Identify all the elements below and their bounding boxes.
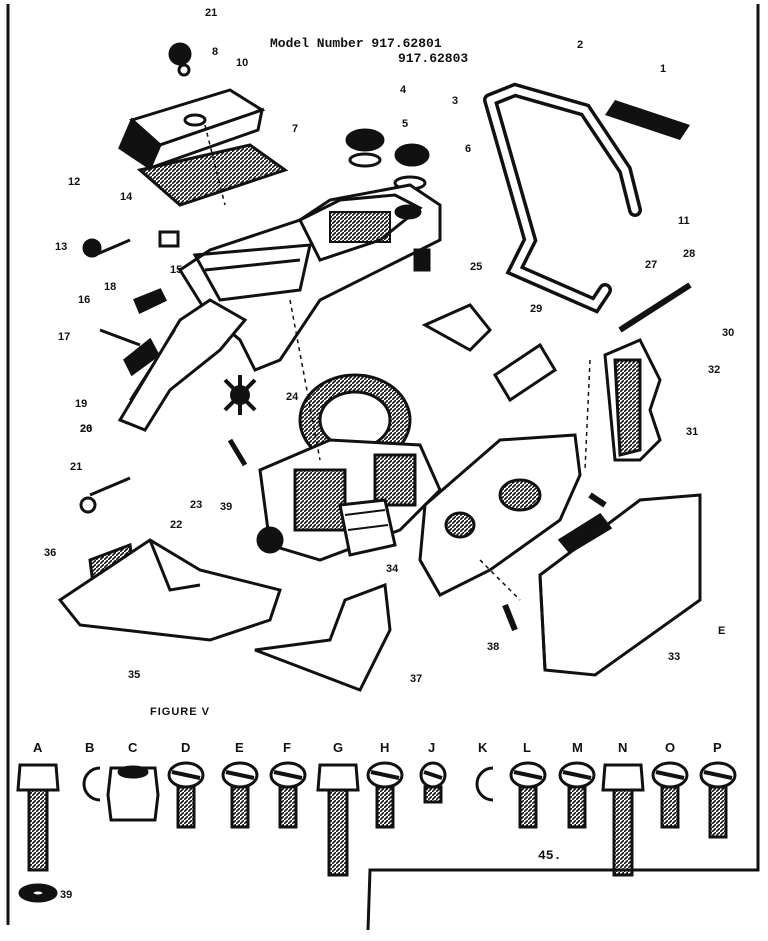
callout: 6 <box>465 143 471 155</box>
fan-spider <box>223 375 257 415</box>
callout: 34 <box>386 563 399 575</box>
side-cover <box>418 433 582 597</box>
callout-labels: 21 8 10 1 2 4 3 5 6 7 11 12 13 14 15 16 … <box>44 7 734 685</box>
hardware-item-k: K <box>475 740 494 802</box>
rear-handle <box>117 288 248 432</box>
hardware-letter: J <box>428 740 435 755</box>
callout: 16 <box>78 294 90 306</box>
callout: 27 <box>645 259 657 271</box>
callout: 19 <box>75 398 87 410</box>
callout: 1 <box>660 63 666 75</box>
hardware-item-j: J <box>419 740 447 804</box>
callout: 3 <box>452 95 458 107</box>
washer-callout: 39 <box>60 889 72 901</box>
assembly-lines <box>204 124 591 601</box>
callout: 11 <box>678 215 690 227</box>
page-number: 45. <box>538 848 562 863</box>
hardware-item-d: D <box>167 740 205 829</box>
callout: 17 <box>58 331 70 343</box>
hardware-item-a: A <box>16 740 60 872</box>
callout: 26 <box>80 423 92 435</box>
callout-e: E <box>718 625 725 637</box>
cap-knobs <box>345 128 430 191</box>
callout: 29 <box>530 303 542 315</box>
callout: 15 <box>170 264 182 276</box>
callout: 8 <box>212 46 218 58</box>
hardware-letter: P <box>713 740 722 755</box>
callout: 7 <box>292 123 298 135</box>
callout: 28 <box>683 248 695 260</box>
model-number-line-1: Model Number 917.62801 <box>270 36 442 51</box>
bracket <box>421 282 692 462</box>
figure-label: FIGURE V <box>150 706 210 718</box>
hardware-letter: B <box>85 740 94 755</box>
callout: 25 <box>470 261 482 273</box>
callout: 22 <box>170 519 182 531</box>
callout: 12 <box>68 176 80 188</box>
hardware-letter: D <box>181 740 190 755</box>
air-filter-cover <box>118 42 266 171</box>
callout: 24 <box>286 391 299 403</box>
hardware-letter: E <box>235 740 244 755</box>
callout: 20 <box>80 423 92 435</box>
front-handle <box>483 82 642 314</box>
callout: 4 <box>400 84 407 96</box>
callout: 39 <box>220 501 232 513</box>
main-housing <box>177 183 442 372</box>
hardware-item-n: N <box>601 740 645 877</box>
callout: 21 <box>205 7 217 19</box>
callout: 38 <box>487 641 499 653</box>
callout: 36 <box>44 547 56 559</box>
engine-block <box>256 438 442 562</box>
callout: 21 <box>70 461 82 473</box>
hardware-letter: A <box>33 740 43 755</box>
hardware-item-g: G <box>316 740 360 877</box>
hardware-letter: H <box>380 740 389 755</box>
hardware-letter: F <box>283 740 291 755</box>
hardware-letter: O <box>665 740 675 755</box>
hardware-item-m: M <box>558 740 596 829</box>
hardware-letter: K <box>478 740 488 755</box>
callout: 2 <box>577 39 583 51</box>
callout: 35 <box>128 669 140 681</box>
callout: 30 <box>722 327 734 339</box>
air-filter-element <box>136 143 289 207</box>
grip-sleeve <box>605 100 690 140</box>
callout: 31 <box>686 426 698 438</box>
hardware-letter: M <box>572 740 583 755</box>
page-border <box>6 4 760 931</box>
hardware-item-b: B <box>82 740 101 802</box>
loose-fasteners <box>79 230 607 632</box>
callout: 18 <box>104 281 116 293</box>
callout: 14 <box>120 191 133 203</box>
skid-plate <box>57 538 392 692</box>
hardware-item-c: C <box>106 740 160 822</box>
callout: 23 <box>190 499 202 511</box>
hardware-item-p: P <box>699 740 737 839</box>
callout: 10 <box>236 57 248 69</box>
callout: 5 <box>402 118 408 130</box>
washer: 39 <box>18 883 72 903</box>
callout: 37 <box>410 673 422 685</box>
hardware-item-e: E <box>221 740 259 829</box>
hardware-letter: N <box>618 740 627 755</box>
hardware-item-o: O <box>651 740 689 829</box>
chain-cover <box>538 493 702 677</box>
model-number-line-2: 917.62803 <box>398 51 469 66</box>
hardware-letter: G <box>333 740 343 755</box>
callout: 32 <box>708 364 720 376</box>
hardware-letter: L <box>523 740 531 755</box>
hardware-item-f: F <box>269 740 307 829</box>
callout: 13 <box>55 241 67 253</box>
hardware-item-l: L <box>509 740 547 829</box>
callout: 33 <box>668 651 680 663</box>
hardware-item-h: H <box>366 740 404 829</box>
hardware-letter: C <box>128 740 138 755</box>
model-number-header: Model Number 917.62801 917.62803 <box>270 36 530 66</box>
